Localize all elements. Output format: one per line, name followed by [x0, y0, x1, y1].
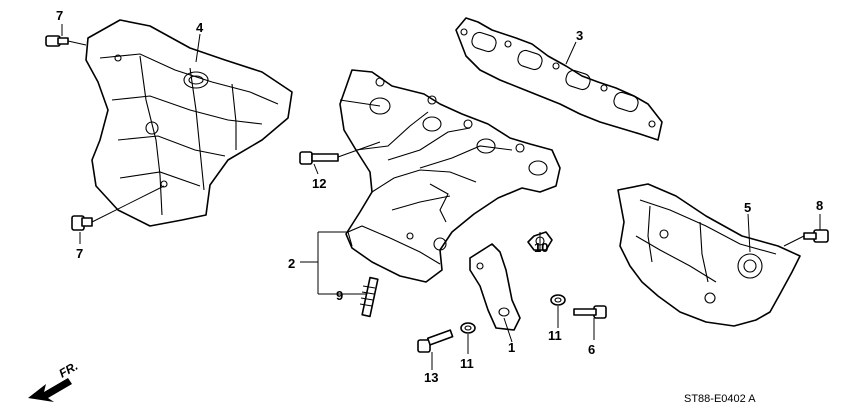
front-direction-arrow: FR. — [28, 359, 80, 402]
callout-6: 6 — [588, 342, 595, 357]
callout-12: 12 — [312, 176, 326, 191]
flange-bolt-13 — [417, 329, 454, 353]
callout-10: 10 — [534, 240, 548, 255]
flange-bolt-12 — [299, 141, 381, 165]
flange-bolt-7-top — [45, 35, 87, 47]
washer-11-right — [550, 294, 566, 306]
callout-5: 5 — [744, 200, 751, 215]
manifold-bracket — [469, 243, 521, 331]
callout-4: 4 — [196, 20, 204, 35]
flange-bolt-8 — [783, 229, 829, 247]
upper-heat-shield — [85, 19, 293, 227]
exhaust-manifold-gasket — [455, 17, 663, 141]
callout-7-bottom: 7 — [76, 246, 83, 261]
flange-bolt-7-bottom — [71, 185, 165, 231]
stud-bolt-9 — [359, 276, 379, 318]
callout-11-left: 11 — [460, 356, 474, 371]
callout-9: 9 — [336, 288, 343, 303]
callout-7-top: 7 — [56, 8, 63, 23]
callout-2: 2 — [288, 256, 295, 271]
callout-11-right: 11 — [548, 328, 562, 343]
diagram-code: ST88-E0402 A — [684, 393, 756, 405]
front-direction-label: FR. — [57, 359, 81, 381]
callout-3: 3 — [576, 28, 583, 43]
callout-8: 8 — [816, 198, 823, 213]
washer-11-left — [460, 322, 476, 334]
callout-1: 1 — [508, 340, 515, 355]
callout-labels: 7 4 3 7 12 10 5 8 2 9 1 11 6 11 13 — [56, 8, 823, 385]
lower-heat-shield — [617, 183, 801, 327]
leader-lines — [61, 24, 821, 370]
callout-13: 13 — [424, 370, 438, 385]
flange-bolt-6 — [573, 305, 607, 319]
exhaust-manifold — [339, 69, 561, 283]
